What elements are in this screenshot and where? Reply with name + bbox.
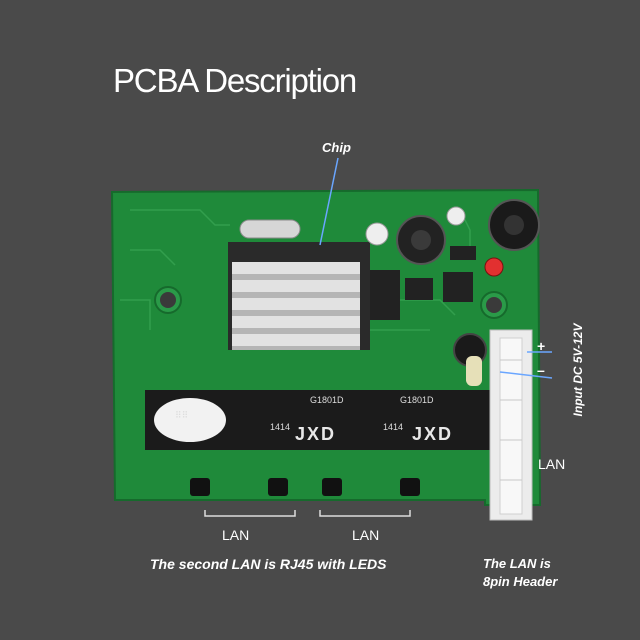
header-note-line2: 8pin Header — [483, 574, 558, 589]
page-title: PCBA Description — [113, 62, 357, 99]
rj45-jack-2: G1801D 1414 JXD — [260, 390, 375, 450]
rj45-part-label: G1801D — [400, 395, 434, 405]
lan-label-left: LAN — [222, 527, 250, 543]
second-lan-note: The second LAN is RJ45 with LEDS — [150, 556, 387, 572]
power-input-label: Input DC 5V-12V — [571, 323, 585, 417]
rj45-brand-label: JXD — [412, 424, 453, 444]
plus-sign: + — [537, 338, 546, 354]
rj45-jack-3: G1801D 1414 JXD — [375, 390, 490, 450]
lan-label-right: LAN — [538, 456, 566, 472]
svg-text:⠿⠿: ⠿⠿ — [175, 410, 188, 420]
capacitors — [365, 199, 540, 386]
lan-label-middle: LAN — [352, 527, 380, 543]
rj45-part-label: G1801D — [310, 395, 344, 405]
lan-brackets — [204, 510, 411, 517]
crystal-oscillator — [239, 219, 301, 239]
chip-label: Chip — [322, 140, 351, 155]
rj45-code-label: 1414 — [270, 422, 290, 432]
ic-chip — [443, 272, 473, 302]
ic-chip — [450, 246, 476, 260]
rj45-brand-label: JXD — [295, 424, 336, 444]
mounting-holes — [154, 286, 508, 319]
rj45-jack-1: ⠿⠿ — [145, 390, 260, 450]
header-note-line1: The LAN is — [483, 556, 551, 571]
minus-sign: – — [537, 362, 545, 378]
ic-chip — [370, 270, 400, 320]
jack-pins — [190, 478, 420, 496]
pin-header-connector — [489, 329, 533, 521]
red-led — [484, 257, 504, 277]
callout-lines — [319, 157, 553, 379]
ic-chip — [405, 278, 433, 300]
rj45-code-label: 1414 — [383, 422, 403, 432]
heatsink — [232, 262, 360, 350]
